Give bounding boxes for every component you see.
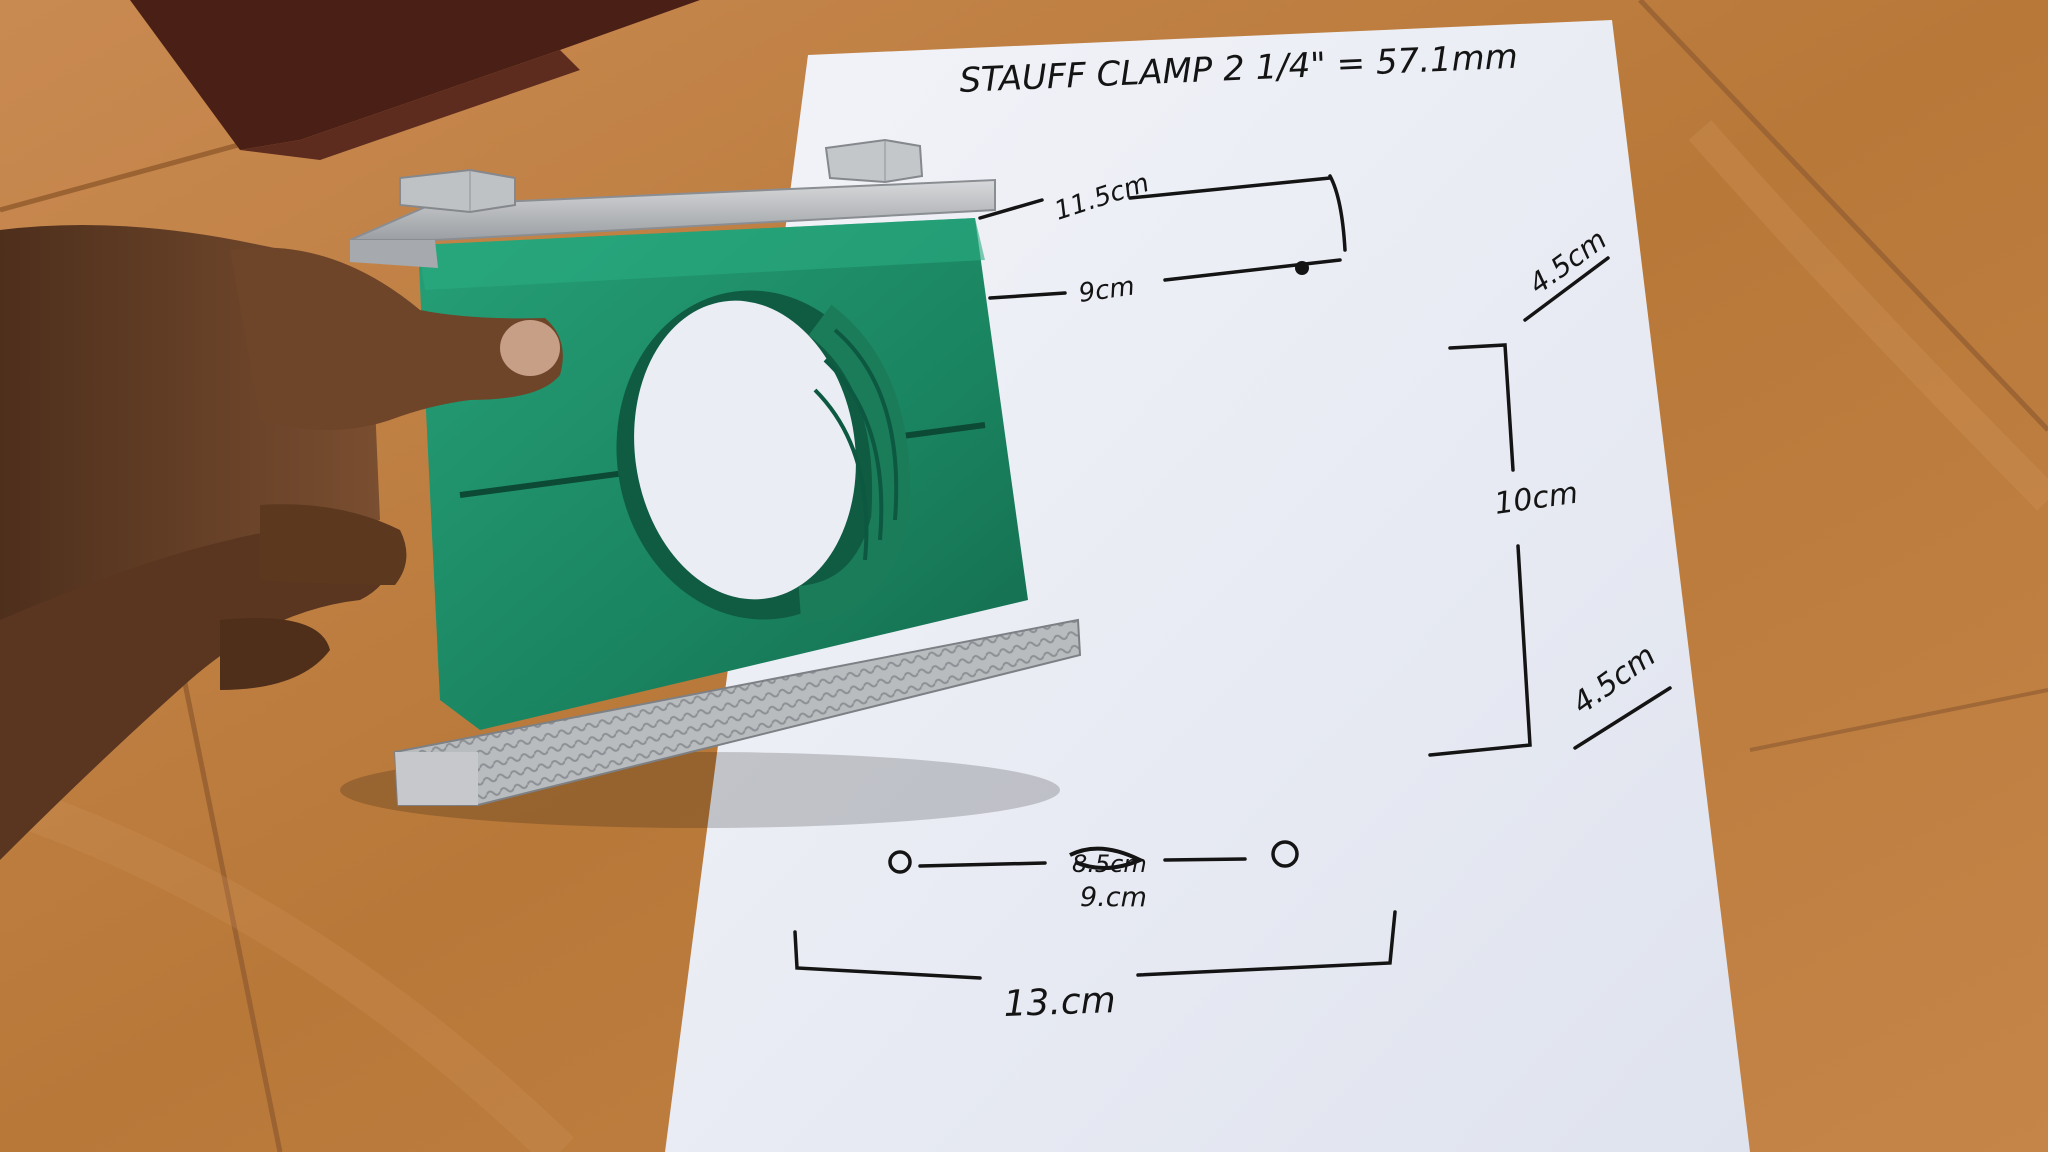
handwritten-dimension-lines (793, 174, 1672, 980)
hole-mark-left (888, 850, 912, 874)
ink-dot (1295, 261, 1309, 275)
hole-mark-right (1271, 840, 1299, 868)
note-hole-spacing: 9.cm (1080, 882, 1147, 913)
thumb (230, 247, 563, 430)
clamp-base-plate (393, 618, 1082, 806)
bolt-left (399, 168, 516, 214)
dark-box (130, 0, 700, 160)
clamp (349, 138, 1082, 806)
note-base-width: 13.cm (1003, 980, 1116, 1025)
fingers (220, 504, 407, 690)
scribble-crossout (1069, 846, 1145, 871)
note-hole-spacing-crossed: 8.5cm (1072, 850, 1147, 878)
bolt-right (824, 138, 924, 184)
